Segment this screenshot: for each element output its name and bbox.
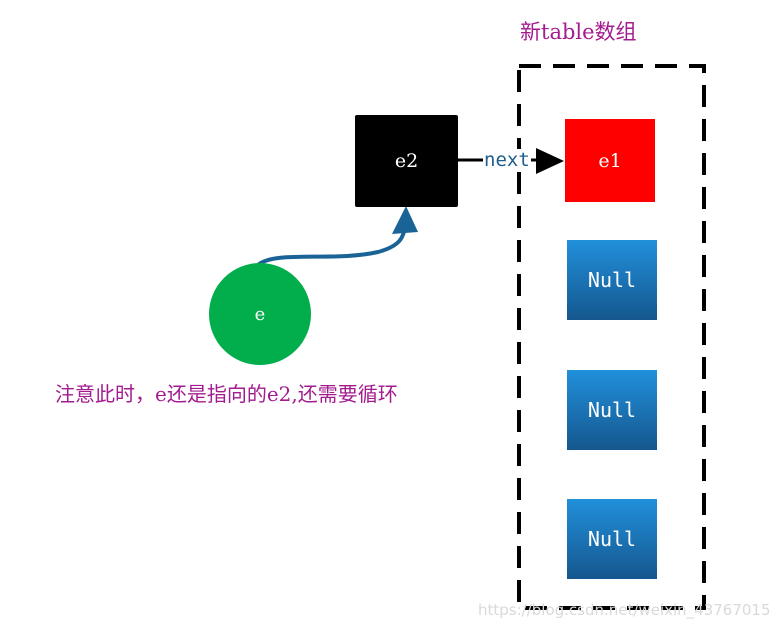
node-e-label: e (254, 303, 266, 325)
null-slot-1: Null (567, 240, 657, 320)
node-e1-label: e1 (598, 149, 622, 172)
table-array-dashed-frame (517, 64, 706, 610)
e-to-e2-curve-arrow (256, 221, 408, 267)
note-text: 注意此时，e还是指向的e2,还需要循环 (55, 382, 398, 406)
node-e2-label: e2 (394, 150, 419, 172)
node-e: e (209, 263, 311, 365)
table-array-title: 新table数组 (520, 20, 637, 44)
node-e2: e2 (355, 115, 458, 207)
node-e1: e1 (565, 119, 655, 202)
e-to-e2-arrow-head (392, 206, 418, 234)
null-slot-2: Null (567, 370, 657, 450)
watermark-text: https://blog.csdn.net/weixin_43767015 (478, 601, 771, 619)
next-edge-label: next (483, 149, 531, 171)
null-slot-label: Null (587, 268, 637, 292)
null-slot-label: Null (587, 398, 637, 422)
null-slot-3: Null (567, 499, 657, 579)
null-slot-label: Null (587, 527, 637, 551)
next-arrow-head (536, 148, 564, 174)
